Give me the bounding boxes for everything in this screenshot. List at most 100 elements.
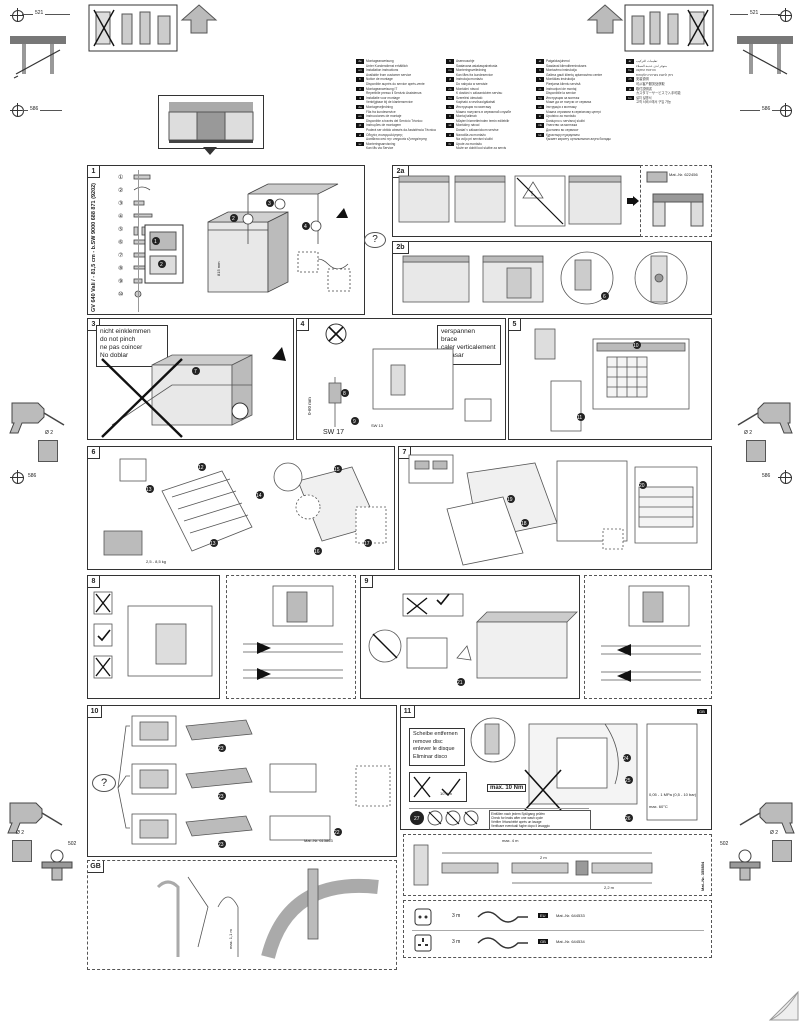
leak-check-note: Einfüllen nach jedem Spülgang prüfen Che…	[489, 810, 591, 830]
panel-8-detail	[226, 575, 356, 699]
hose-matnr-label: Mat.-Nr. 355854	[700, 861, 705, 891]
svg-text:8: 8	[343, 391, 346, 397]
svg-text:13: 13	[146, 487, 152, 493]
svg-text:23: 23	[218, 794, 224, 800]
svg-text:7: 7	[194, 369, 197, 375]
remove-disc-warning-box: Scheibe entfernen remove disc enlever le…	[409, 728, 465, 766]
wrench-13-label: SW 13	[371, 423, 384, 428]
drill-diameter-bottom-left: Ø 2	[16, 830, 25, 836]
matnr-label: Mat.-Nr. 622456	[669, 172, 698, 177]
panel1-divider	[138, 170, 139, 312]
panel11-sketch: 24 25 26	[470, 717, 698, 822]
panel6-sketch: 12 13 13 14 15 16 17	[103, 458, 387, 556]
bracket-bottom-right-icon	[729, 849, 761, 881]
panel4-sketch: 8 9	[328, 348, 492, 427]
cable-matnr-eu: Mat.-Nr. 644533	[556, 913, 585, 918]
panel-3: 3 nicht einklemmen do not pinch ne pas c…	[87, 318, 294, 440]
svg-text:2: 2	[160, 262, 163, 268]
bottom-right-dim-label: 502	[720, 841, 729, 847]
top-left-dim-label: 521	[33, 10, 46, 16]
panel-4: 4 verspannen brace caler verticalement E…	[296, 318, 506, 440]
top-left-dim-line	[22, 14, 70, 15]
panel-number: 1	[88, 166, 100, 178]
drill-diameter-left: Ø 2	[45, 430, 54, 436]
side-left-dim-label: 586	[28, 106, 41, 112]
hose-extension-box: max. 4 m 2 m 2,2 m Mat.-Nr. 355854	[403, 834, 712, 896]
svg-text:1: 1	[154, 239, 157, 245]
registration-mark	[10, 103, 24, 117]
flag-de: de	[356, 59, 364, 64]
wrench-size-label: SW 17	[323, 429, 345, 436]
question-mark-10: ?	[92, 774, 116, 792]
bracket-sketch-top-left	[10, 36, 66, 79]
svg-text:24: 24	[623, 756, 629, 762]
registration-mark	[778, 470, 792, 484]
arrow-up-icon	[180, 4, 218, 34]
hose-max-label: max. 4 m	[502, 838, 519, 843]
panel-number: 11	[401, 706, 415, 718]
template-crossed-sketch-left	[88, 4, 178, 52]
door-weight-label: 2,5 - 8,5 kg	[146, 559, 167, 564]
svg-text:23: 23	[218, 746, 224, 752]
time-label: 10 Nm	[440, 791, 452, 796]
svg-text:14: 14	[256, 493, 262, 499]
pressure-label: 0,05 - 1 MPa (0,5 - 10 bar)	[649, 792, 697, 797]
leak-check-icons: 27	[410, 810, 479, 826]
torque-crossed-box: 10 Nm	[409, 772, 467, 802]
drill-diameter-bottom-right: Ø 2	[770, 830, 779, 836]
panel-7: 7 19 18 20	[398, 446, 712, 570]
svg-text:10: 10	[633, 343, 639, 349]
panel-gb-sketch	[156, 868, 379, 959]
panel-number: 7	[399, 447, 411, 459]
drill-left-icon	[9, 402, 65, 434]
cable-code-gb: GB	[538, 939, 548, 944]
panel5-sketch: 10 11	[534, 328, 690, 432]
cable-length-eu: 3 m	[452, 913, 461, 919]
panel-1: 1 GV 640 Vali / - 81,5 cm - b.SW 9000 68…	[87, 165, 365, 315]
drill-depth-box-right	[746, 440, 766, 462]
drill-depth-box-left	[38, 440, 58, 462]
panel-number: 2b	[393, 242, 409, 254]
panel-9: 9 21	[360, 575, 580, 699]
screw-crossed-icon	[325, 323, 347, 345]
height-adjust-dim: 0-60 mm	[307, 397, 312, 415]
panel-number: 9	[361, 576, 373, 588]
panel9-sketch: 21	[368, 593, 578, 686]
crossed-tools-icon	[413, 776, 461, 798]
panel-number: 8	[88, 576, 100, 588]
mid-right-dim-label: 586	[762, 473, 771, 479]
model-vertical-text: GV 640 Vali / - 81,5 cm - b.SW 9000 688 …	[91, 182, 97, 312]
registration-mark	[778, 8, 792, 22]
height-dimension: 815 mm	[216, 261, 221, 276]
bottom-left-dim-label: 502	[68, 841, 77, 847]
leak-check-row: 27 Einfüllen nach jedem Spülgang prüfen …	[409, 808, 591, 830]
registration-mark	[10, 8, 24, 22]
svg-text:4: 4	[304, 224, 307, 230]
panel-6: 6 12 13 13 14 15 16 17 2,5 - 8,5 kg	[87, 446, 395, 570]
svg-text:13: 13	[210, 541, 216, 547]
registration-mark	[778, 103, 792, 117]
panel-number: 4	[297, 319, 309, 331]
drill-depth-box-bottom-right	[772, 840, 792, 862]
question-mark: ?	[364, 232, 386, 248]
svg-text:15: 15	[334, 467, 340, 473]
panel3-sketch: 7	[101, 347, 286, 438]
svg-text:27: 27	[414, 816, 420, 822]
svg-text:25: 25	[625, 778, 631, 784]
panel-2a-detail: Mat.-Nr. 622456	[640, 165, 712, 237]
cable-eu-icon	[477, 911, 528, 923]
panel2a-sketch: !	[398, 175, 622, 227]
panel10-sketch: 23 23 23 22	[117, 715, 391, 848]
arrow-right-icon	[627, 196, 639, 206]
power-cable-box: 3 m EU Mat.-Nr. 644533 3 m GB Mat.-Nr. 6…	[403, 900, 712, 958]
svg-text:17: 17	[364, 541, 370, 547]
panel-9-detail	[584, 575, 712, 699]
panel9-detail-sketch	[601, 585, 701, 682]
side-right-dim-label: 586	[760, 106, 773, 112]
socket-eu-icon	[414, 908, 432, 926]
panel-2b: 2b 6	[392, 241, 712, 315]
